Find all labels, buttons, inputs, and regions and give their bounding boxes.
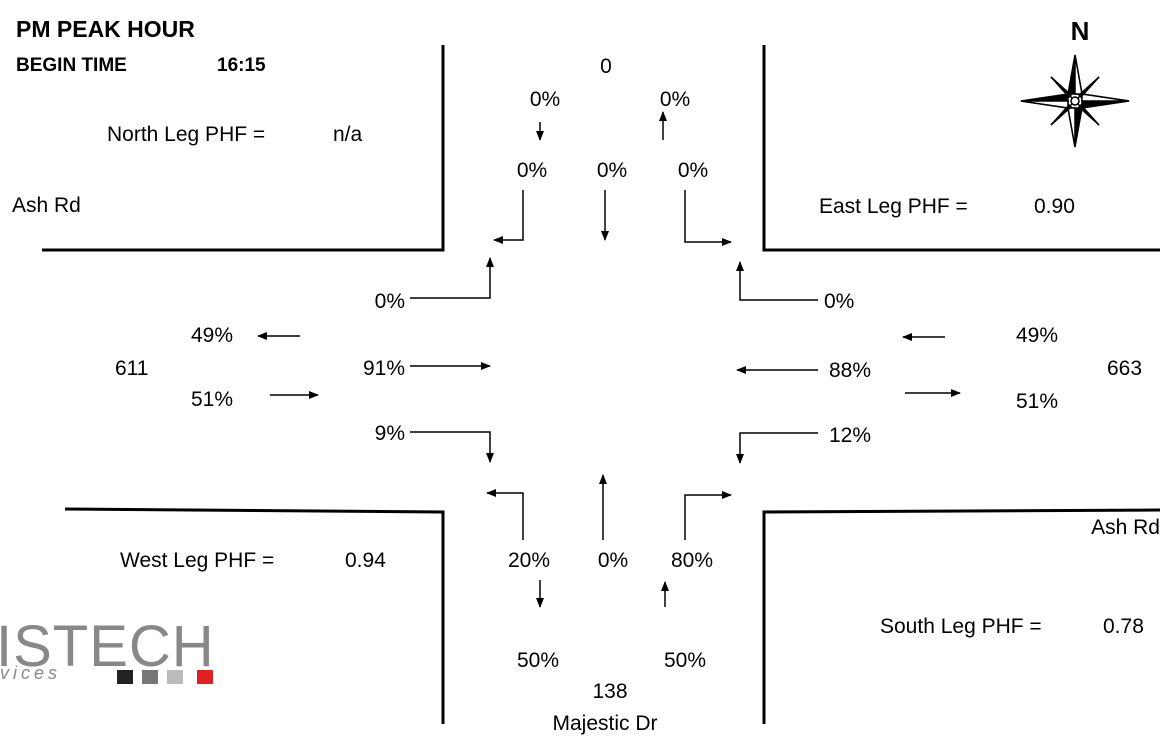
curb-southwest bbox=[64, 507, 445, 724]
south-street-name: Majestic Dr bbox=[552, 712, 658, 735]
logo-wordmark: ISTECH bbox=[0, 614, 215, 679]
northbound-thru-pct: 0% bbox=[597, 549, 629, 572]
north-label: N bbox=[1070, 16, 1090, 46]
northbound-right-arrow bbox=[684, 491, 732, 540]
east-street-name: Ash Rd bbox=[1091, 516, 1160, 539]
curb-northeast bbox=[762, 45, 1160, 252]
movement-arrows bbox=[257, 111, 961, 608]
south-total: 138 bbox=[592, 680, 628, 703]
compass-rose-icon bbox=[1020, 54, 1130, 148]
west-out-pct: 49% bbox=[191, 324, 234, 347]
southbound-thru-pct: 0% bbox=[596, 159, 628, 182]
westbound-thru-pct: 88% bbox=[829, 359, 872, 382]
north-in-pct: 0% bbox=[529, 88, 561, 111]
westbound-left-pct: 12% bbox=[829, 424, 872, 447]
northbound-left-arrow bbox=[486, 489, 524, 540]
westbound-right-arrow bbox=[736, 261, 818, 301]
south-in-pct: 50% bbox=[663, 649, 707, 672]
southbound-left-pct: 0% bbox=[677, 159, 709, 182]
logo-square-2 bbox=[142, 670, 158, 684]
page-title: PM PEAK HOUR bbox=[16, 16, 195, 42]
eastbound-left-arrow bbox=[410, 257, 494, 299]
begin-time-label: BEGIN TIME bbox=[16, 55, 127, 76]
south-phf-value: 0.78 bbox=[1103, 615, 1144, 638]
east-out-pct: 51% bbox=[1016, 390, 1059, 413]
eastbound-left-pct: 0% bbox=[374, 290, 405, 313]
north-total: 0 bbox=[600, 55, 612, 78]
logo-square-3 bbox=[167, 670, 183, 684]
east-total: 663 bbox=[1107, 357, 1143, 380]
west-phf-value: 0.94 bbox=[345, 549, 386, 572]
southbound-left-arrow bbox=[684, 190, 732, 246]
company-logo: ISTECH vices bbox=[0, 618, 230, 688]
east-phf-label: East Leg PHF = bbox=[819, 195, 968, 218]
south-phf-label: South Leg PHF = bbox=[880, 615, 1042, 638]
curb-lines bbox=[42, 45, 1161, 724]
south-out-pct: 50% bbox=[516, 649, 560, 672]
northbound-left-pct: 20% bbox=[507, 549, 551, 572]
east-phf-value: 0.90 bbox=[1034, 195, 1075, 218]
northbound-right-pct: 80% bbox=[670, 549, 714, 572]
west-street-name: Ash Rd bbox=[12, 194, 81, 217]
west-in-pct: 51% bbox=[191, 388, 234, 411]
westbound-left-arrow bbox=[736, 432, 818, 464]
east-in-pct: 49% bbox=[1016, 324, 1059, 347]
logo-square-1 bbox=[117, 670, 133, 684]
begin-time-value: 16:15 bbox=[217, 55, 266, 76]
westbound-right-pct: 0% bbox=[824, 290, 855, 313]
curb-southeast bbox=[762, 508, 1161, 724]
west-phf-label: West Leg PHF = bbox=[120, 549, 275, 572]
eastbound-thru-pct: 91% bbox=[362, 357, 405, 380]
southbound-right-pct: 0% bbox=[516, 159, 548, 182]
north-phf-label: North Leg PHF = bbox=[107, 123, 266, 146]
eastbound-right-pct: 9% bbox=[374, 422, 405, 445]
eastbound-right-arrow bbox=[410, 431, 494, 463]
west-total: 611 bbox=[115, 357, 149, 380]
southbound-right-arrow bbox=[493, 190, 524, 244]
curb-northwest bbox=[42, 45, 445, 252]
logo-subtext: vices bbox=[0, 663, 62, 683]
logo-square-4 bbox=[197, 670, 213, 684]
north-out-pct: 0% bbox=[659, 88, 691, 111]
north-phf-value: n/a bbox=[333, 123, 363, 146]
